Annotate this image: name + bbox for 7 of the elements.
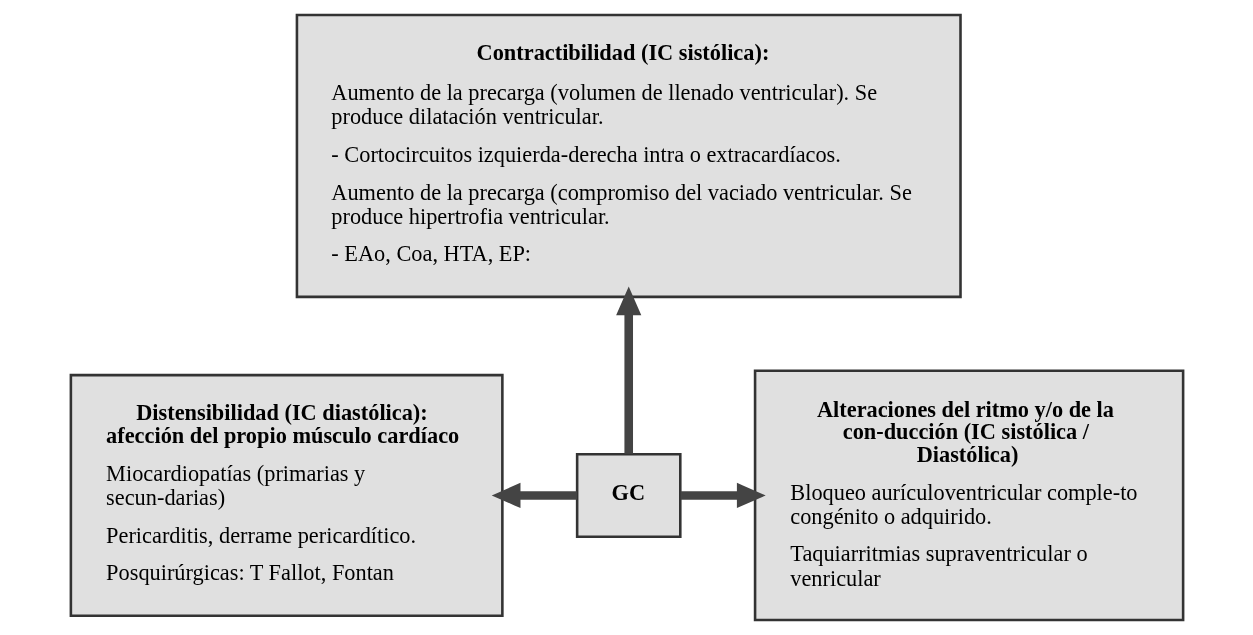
node-box: GC bbox=[575, 452, 682, 538]
arrow bbox=[491, 482, 577, 508]
node-box: Distensibilidad (IC diastólica): afección del propio músculo cardíaco Miocardiopatías (primarias y secun-darias) Pericarditis, derrame pericardítico. Posquirúrgicas: T Fallot, Fontan bbox=[69, 373, 504, 618]
node-box: Alteraciones del ritmo y/o de la con-ducción (IC sistólica / Diastólica) Bloqueo aurículoventricular comple-to congénito o adquirido. Taquiarritmias supraventricular o venricular bbox=[753, 369, 1184, 622]
arrow bbox=[615, 286, 641, 454]
node-box: Contractibilidad (IC sistólica): Aumento de la precarga (volumen de llenado ventricular). Se produce dilatación ventricular. - Cortocircuitos izquierda-derecha intra o extracardíacos. Aumento de la precarga (compromiso del vaciado ventricular. Se produce hipertrofia ventricular. - EAo, Coa, HTA, EP: bbox=[295, 13, 962, 299]
arrow bbox=[680, 482, 766, 508]
